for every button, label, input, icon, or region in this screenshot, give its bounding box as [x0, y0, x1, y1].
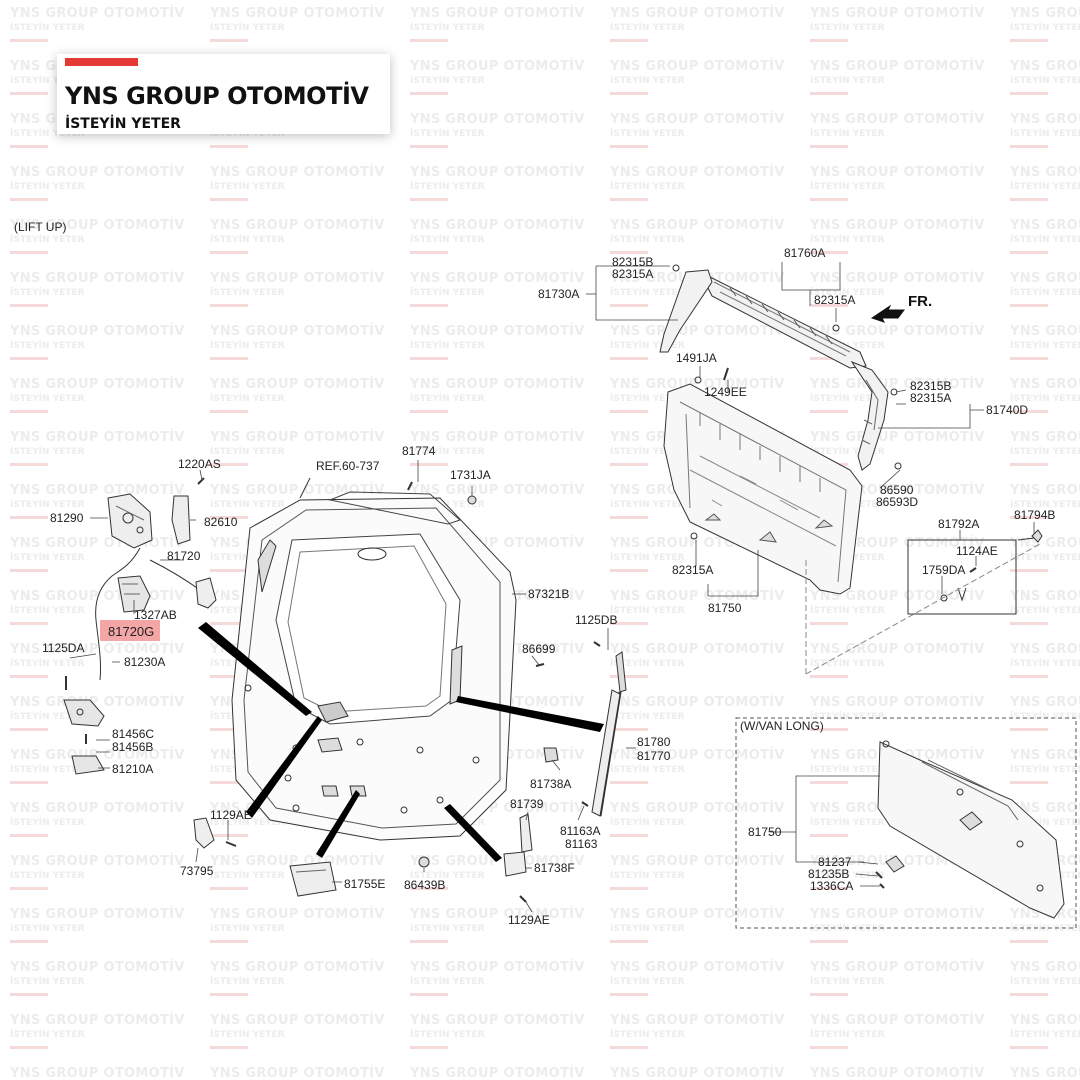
- part-label: 1129AE: [210, 808, 252, 822]
- part-label: 81792A: [938, 517, 979, 531]
- part-label: 82315A: [910, 391, 951, 405]
- part-label: 73795: [180, 864, 214, 878]
- part-label: 81163: [565, 837, 598, 851]
- part-label: 81780: [637, 735, 671, 749]
- part-label: 86699: [522, 642, 556, 656]
- part-label: 86439B: [404, 878, 445, 892]
- part-label: 1249EE: [704, 385, 747, 399]
- upper-trim-drawing: [659, 264, 905, 595]
- part-label: 1491JA: [676, 351, 717, 365]
- part-label: 82315A: [814, 293, 855, 307]
- caption-ref: REF.60-737: [316, 459, 380, 473]
- part-label: 81755E: [344, 877, 385, 891]
- part-label: 82315A: [672, 563, 713, 577]
- caption-wvan-long: (W/VAN LONG): [740, 719, 824, 733]
- clip-detail-drawing: [805, 529, 1043, 676]
- brand-logo-card: YNS GROUP OTOMOTİV İSTEYİN YETER: [57, 54, 390, 134]
- part-label: 1731JA: [450, 468, 491, 482]
- part-label: 1327AB: [134, 608, 177, 622]
- caption-direction: FR.: [908, 293, 932, 310]
- part-label: 1336CA: [810, 879, 853, 893]
- part-label: 81456C: [112, 727, 154, 741]
- part-label: 81456B: [112, 740, 153, 754]
- part-label: 81230A: [124, 655, 165, 669]
- part-label: 81738F: [534, 861, 575, 875]
- wvan-long-box: [735, 717, 1077, 929]
- brand-name: YNS GROUP OTOMOTİV: [65, 82, 369, 110]
- part-label-highlighted: 81720G: [108, 624, 154, 639]
- brand-slogan: İSTEYİN YETER: [65, 116, 181, 132]
- part-label: 81210A: [112, 762, 153, 776]
- part-label: 81720: [167, 549, 201, 563]
- part-label: 81163A: [560, 824, 600, 838]
- part-label: 81794B: [1014, 508, 1055, 522]
- part-labels: 1220AS 81290 82610 81720 1327AB 81720G 1…: [42, 246, 1055, 927]
- part-label: 1125DA: [42, 641, 84, 655]
- part-label: 81770: [637, 749, 671, 763]
- part-label: 82315B: [910, 379, 951, 393]
- part-label: 1759DA: [922, 563, 965, 577]
- part-label: 1220AS: [178, 457, 221, 471]
- part-label: 81750: [748, 825, 782, 839]
- caption-lift-up: (LIFT UP): [14, 220, 66, 234]
- pointer-wedges: [198, 622, 604, 862]
- part-label: 86590: [880, 483, 914, 497]
- part-label: 1125DB: [575, 613, 617, 627]
- part-label: 82610: [204, 515, 238, 529]
- brand-accent-bar: [65, 58, 138, 66]
- part-label: 81730A: [538, 287, 579, 301]
- part-label: 1124AE: [956, 544, 998, 558]
- leader-lines: [69, 262, 1035, 913]
- part-label: 82315B: [612, 255, 653, 269]
- part-label: 81235B: [808, 867, 849, 881]
- part-label: 82315A: [612, 267, 653, 281]
- part-label: 81750: [708, 601, 742, 615]
- part-label: 1129AE: [508, 913, 550, 927]
- part-label: 81738A: [530, 777, 571, 791]
- part-label: 87321B: [528, 587, 569, 601]
- part-label: 86593D: [876, 495, 918, 509]
- part-label: 81739: [510, 797, 544, 811]
- part-label: 81290: [50, 511, 84, 525]
- latch-assembly-drawing: [63, 477, 627, 903]
- part-label: 81237: [818, 855, 852, 869]
- tailgate-drawing: [231, 477, 517, 841]
- part-label: 81740D: [986, 403, 1028, 417]
- highlight-81720G: [100, 620, 160, 641]
- part-label: 81774: [402, 444, 436, 458]
- part-label: 81760A: [784, 246, 825, 260]
